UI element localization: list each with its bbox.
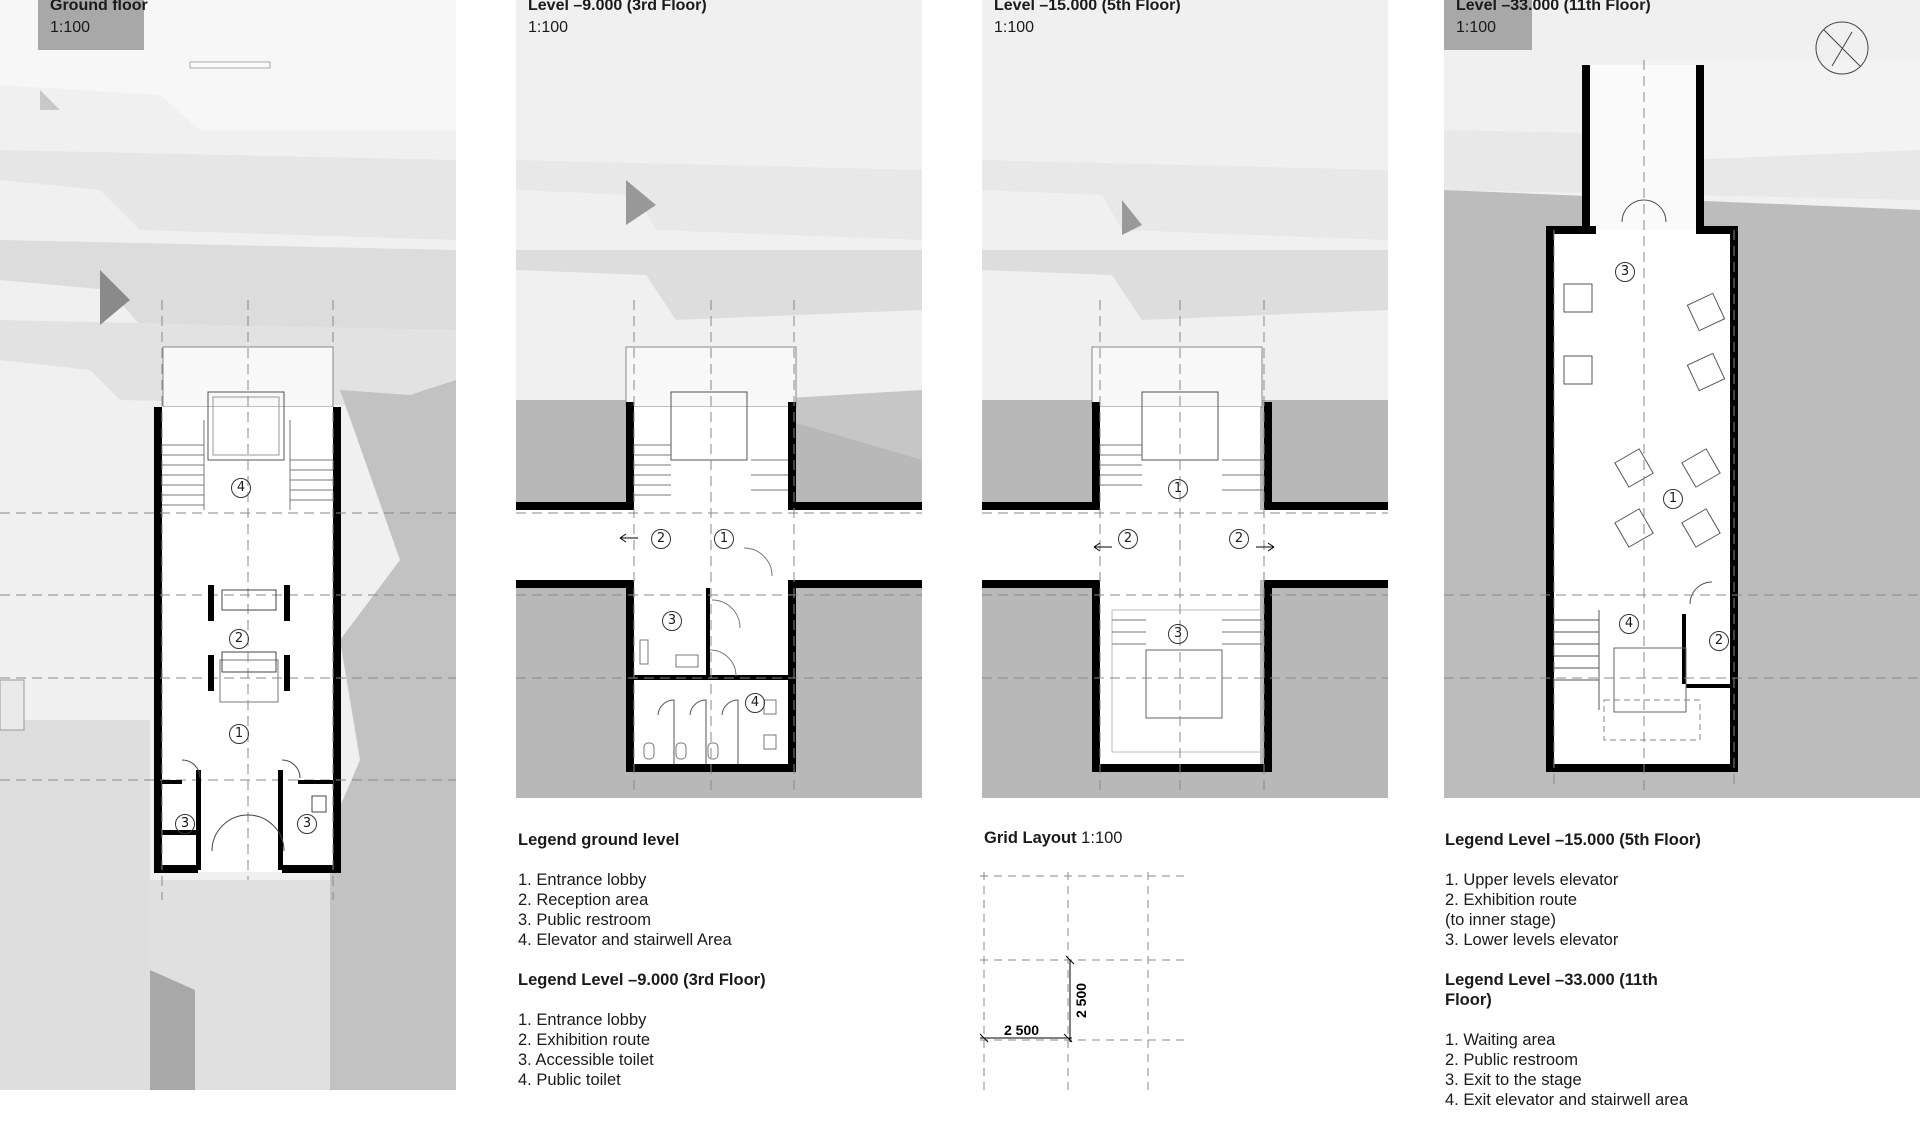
legend-item: 3. Lower levels elevator xyxy=(1445,931,1619,949)
legend-ground-level: Legend ground level 1. Entrance lobby 2.… xyxy=(518,830,848,1110)
panel-scale: 1:100 xyxy=(1456,19,1497,36)
legend-item: 3. Public restroom xyxy=(518,911,651,929)
legend-item: 4. Elevator and stairwell Area xyxy=(518,931,732,949)
room-number: 3 xyxy=(297,814,317,834)
grid-dimension-horizontal: 2 500 xyxy=(1004,1022,1039,1038)
room-number: 1 xyxy=(1168,479,1188,499)
grid-dimension-vertical: 2 500 xyxy=(1073,983,1089,1018)
legend-item: 3. Accessible toilet xyxy=(518,1051,654,1069)
legend-heading: Legend Level –15.000 (5th Floor) xyxy=(1445,831,1701,849)
level-minus-15-drawing xyxy=(982,0,1388,798)
legend-item: 2. Exhibition route xyxy=(1445,891,1578,909)
ground-floor-plan: Ground floor 1:100 4 2 1 3 3 xyxy=(0,0,456,1090)
room-number: 2 xyxy=(1229,529,1249,549)
room-number: 2 xyxy=(1709,631,1729,651)
grid-layout-scale: 1:100 xyxy=(1076,829,1123,847)
ground-floor-drawing xyxy=(0,0,456,1090)
room-number: 1 xyxy=(714,529,734,549)
panel-scale: 1:100 xyxy=(528,19,569,36)
legend-item: 2. Exhibition route xyxy=(518,1031,651,1049)
level-minus-33-drawing xyxy=(1444,0,1920,798)
room-number: 2 xyxy=(651,529,671,549)
legend-item: (to inner stage) xyxy=(1445,911,1556,929)
north-arrow-icon xyxy=(1816,22,1868,74)
legend-item: 4. Exit elevator and stairwell area xyxy=(1445,1091,1689,1109)
level-minus-9-drawing xyxy=(516,0,922,798)
panel-title: Level –9.000 (3rd Floor) xyxy=(528,0,707,14)
legend-heading: Legend ground level xyxy=(518,831,680,849)
level-minus-33-plan: Level –33.000 (11th Floor) 1:100 3 1 4 2 xyxy=(1444,0,1920,798)
panel-title: Level –33.000 (11th Floor) xyxy=(1456,0,1651,14)
panel-scale: 1:100 xyxy=(994,19,1035,36)
room-number: 2 xyxy=(229,629,249,649)
legend-item: 1. Entrance lobby xyxy=(518,871,647,889)
legend-item: 4. Public toilet xyxy=(518,1071,621,1089)
legend-heading: Legend Level –33.000 (11th Floor) xyxy=(1445,971,1658,1009)
legend-item: 1. Upper levels elevator xyxy=(1445,871,1619,889)
legend-level-minus-15: Legend Level –15.000 (5th Floor) 1. Uppe… xyxy=(1445,830,1745,1130)
room-number: 1 xyxy=(1663,489,1683,509)
room-number: 4 xyxy=(745,693,765,713)
room-number: 3 xyxy=(1168,624,1188,644)
legend-item: 2. Public restroom xyxy=(1445,1051,1578,1069)
panel-title: Ground floor xyxy=(50,0,148,14)
room-number: 2 xyxy=(1118,529,1138,549)
room-number: 4 xyxy=(1619,614,1639,634)
legend-item: 1. Waiting area xyxy=(1445,1031,1556,1049)
room-number: 3 xyxy=(662,611,682,631)
level-minus-15-plan: Level –15.000 (5th Floor) 1:100 1 2 2 3 xyxy=(982,0,1388,798)
legend-item: 2. Reception area xyxy=(518,891,649,909)
room-number: 1 xyxy=(229,724,249,744)
room-number: 3 xyxy=(175,814,195,834)
panel-scale: 1:100 xyxy=(50,19,91,36)
room-number: 3 xyxy=(1615,262,1635,282)
grid-layout-diagram: 2 500 2 500 xyxy=(980,872,1185,1090)
panel-title: Level –15.000 (5th Floor) xyxy=(994,0,1181,14)
level-minus-9-plan: Level –9.000 (3rd Floor) 1:100 2 1 3 4 xyxy=(516,0,922,798)
legend-item: 3. Exit to the stage xyxy=(1445,1071,1582,1089)
grid-layout-title: Grid Layout 1:100 xyxy=(984,828,1122,848)
legend-heading: Legend Level –9.000 (3rd Floor) xyxy=(518,971,766,989)
grid-layout-label: Grid Layout xyxy=(984,829,1077,847)
room-number: 4 xyxy=(231,478,251,498)
legend-item: 1. Entrance lobby xyxy=(518,1011,647,1029)
